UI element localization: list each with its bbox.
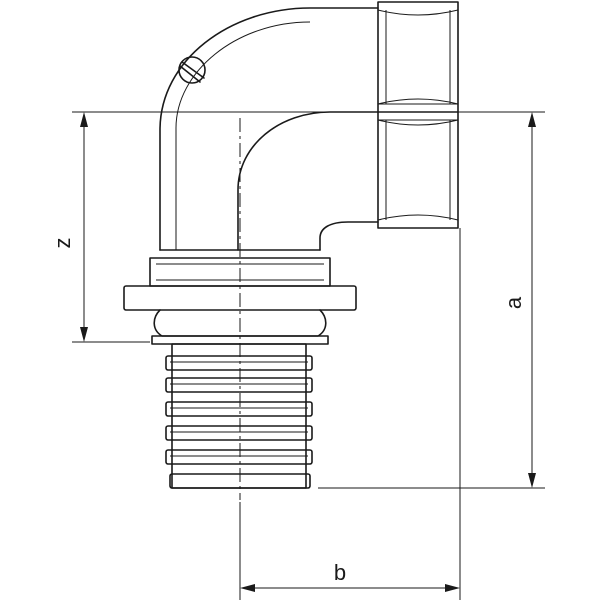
elbow-outer-bend	[159, 7, 379, 251]
barbed-spigot	[165, 343, 313, 489]
elbow-inner-lower	[319, 221, 379, 251]
spigot-ribs	[165, 355, 313, 465]
hex-nut	[377, 1, 459, 229]
hex-nut-outline	[377, 1, 459, 229]
elbow-contour	[175, 21, 311, 250]
screw-icon	[178, 56, 206, 84]
a-arrow-top	[528, 112, 536, 127]
dimension-b: b	[240, 560, 460, 592]
z-label: z	[50, 238, 75, 249]
a-arrow-bottom	[528, 473, 536, 488]
a-label: a	[501, 296, 526, 309]
collar-flange	[123, 285, 357, 311]
dimension-a: a	[501, 112, 536, 488]
b-label: b	[334, 560, 346, 585]
z-arrow-top	[80, 112, 88, 127]
extension-lines	[72, 111, 545, 600]
b-arrow-left	[240, 584, 255, 592]
z-arrow-bottom	[80, 327, 88, 342]
spigot-end	[169, 473, 311, 489]
dimension-z: z	[50, 112, 88, 342]
collar	[123, 249, 357, 345]
elbow-inner-bend	[237, 111, 379, 251]
b-arrow-right	[445, 584, 460, 592]
elbow-body	[159, 7, 379, 251]
